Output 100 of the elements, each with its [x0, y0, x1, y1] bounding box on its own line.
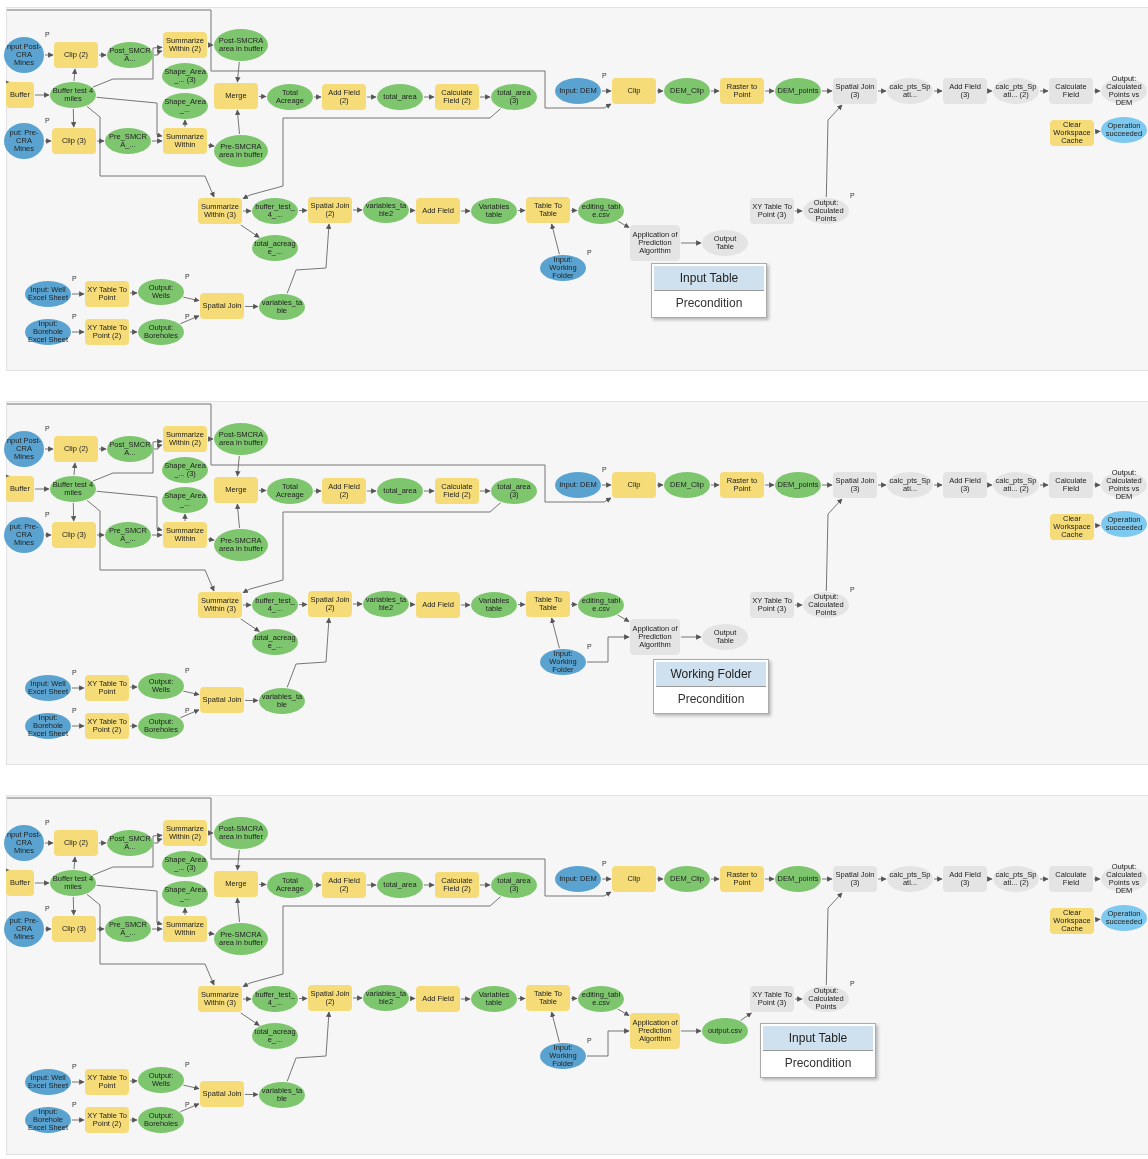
arrow: [98, 52, 107, 58]
tool-box: [943, 866, 987, 892]
data-ellipse: [267, 84, 313, 110]
model-panel: [7, 796, 1148, 1154]
arrow: [1093, 88, 1101, 94]
tool-box: [200, 687, 244, 713]
data-ellipse: [267, 872, 313, 898]
data-ellipse: [491, 872, 537, 898]
tool-box: [526, 591, 570, 617]
data-ellipse: [214, 423, 268, 455]
arrow: [517, 601, 526, 608]
arrow: [44, 532, 52, 538]
input-data-ellipse: [555, 472, 601, 498]
arrow: [207, 536, 215, 542]
menu-item: Input Table: [763, 1026, 873, 1051]
data-ellipse: [775, 78, 821, 104]
tool-box: [6, 476, 34, 502]
arrow: [987, 88, 993, 94]
tool-box: [52, 916, 96, 942]
tool-box: [1049, 866, 1093, 892]
arrow: [1093, 876, 1101, 882]
arrow: [1094, 129, 1101, 135]
arrow: [409, 995, 416, 1002]
tool-box: [52, 522, 96, 548]
data-ellipse: [138, 1107, 184, 1133]
arrow: [570, 995, 578, 1002]
arrow: [207, 830, 214, 836]
tool-box: [720, 866, 764, 892]
data-ellipse: [775, 472, 821, 498]
data-ellipse: [491, 84, 537, 110]
arrow: [182, 513, 188, 522]
arrow: [98, 446, 107, 452]
data-ellipse: [702, 624, 748, 650]
data-ellipse: [377, 84, 423, 110]
tool-box: [416, 986, 460, 1012]
input-data-ellipse: [555, 866, 601, 892]
tool-box: [214, 477, 258, 503]
tool-box: [54, 42, 98, 68]
arrow: [129, 329, 138, 335]
arrow: [656, 88, 664, 94]
data-ellipse: [138, 713, 184, 739]
context-menu: [651, 263, 767, 318]
arrow: [96, 138, 105, 144]
data-ellipse: [377, 478, 423, 504]
arrow: [96, 926, 105, 932]
tool-box: [322, 872, 366, 898]
arrow: [409, 207, 416, 214]
data-ellipse: [775, 866, 821, 892]
input-data-ellipse: [540, 1043, 586, 1069]
tool-box: [322, 478, 366, 504]
data-ellipse: [491, 478, 537, 504]
input-data-ellipse: [555, 78, 601, 104]
arrow: [656, 482, 664, 488]
model-panel: [7, 8, 1148, 370]
tool-box: [6, 870, 34, 896]
menu-item: Precondition: [674, 295, 744, 312]
tool-box: [612, 866, 656, 892]
arrow: [987, 876, 993, 882]
arrow: [129, 1117, 138, 1123]
arrow: [182, 907, 188, 916]
arrow: [207, 436, 214, 442]
input-data-ellipse: [540, 649, 586, 675]
tool-box: [54, 830, 98, 856]
arrow: [794, 602, 803, 608]
arrow: [258, 93, 267, 100]
arrow: [313, 488, 322, 494]
data-ellipse: [214, 29, 268, 61]
tool-box: [200, 1081, 244, 1107]
arrow: [656, 876, 664, 882]
arrow: [794, 208, 803, 214]
model-panel: [7, 402, 1148, 764]
data-ellipse: [702, 1018, 748, 1044]
tool-box: [526, 985, 570, 1011]
tool-box: [612, 78, 656, 104]
data-ellipse: [214, 817, 268, 849]
arrow: [182, 119, 188, 128]
data-ellipse: [377, 872, 423, 898]
tool-box: [943, 78, 987, 104]
menu-item: Working Folder: [656, 662, 766, 687]
tool-box: [1049, 472, 1093, 498]
arrow: [129, 684, 138, 690]
arrow: [207, 930, 215, 936]
data-ellipse: [214, 923, 268, 955]
data-ellipse: [138, 319, 184, 345]
tool-box: [1049, 78, 1093, 104]
arrow: [44, 926, 52, 932]
tool-box: [54, 436, 98, 462]
arrow: [1094, 523, 1101, 529]
arrow: [258, 487, 267, 494]
data-ellipse: [471, 986, 517, 1012]
arrow: [44, 138, 52, 144]
arrow: [207, 142, 215, 148]
data-ellipse: [664, 866, 710, 892]
data-ellipse: [471, 592, 517, 618]
arrow: [570, 207, 578, 214]
tool-box: [720, 78, 764, 104]
arrow: [129, 1078, 138, 1084]
data-ellipse: [214, 135, 268, 167]
tool-box: [214, 871, 258, 897]
arrow: [517, 207, 526, 214]
